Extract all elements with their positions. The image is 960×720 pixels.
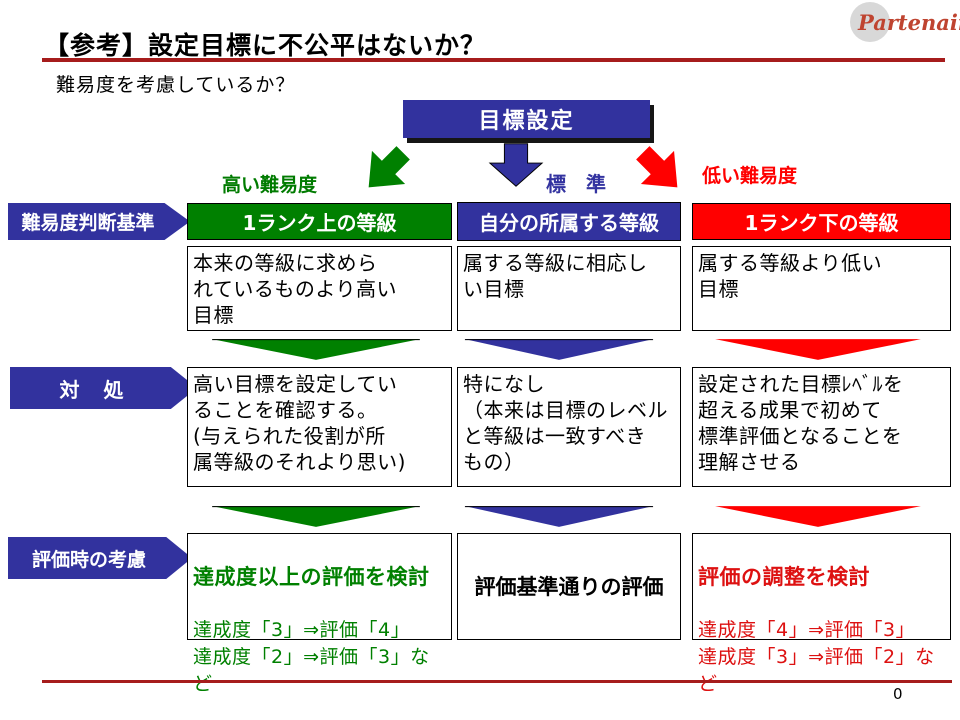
criteria-box-col3: 属する等級より低い 目標 <box>692 246 951 331</box>
chevron-down-icon <box>210 505 422 528</box>
evaluation-detail-col3: 達成度「4」⇒評価「3」 達成度「3」⇒評価「2」など <box>698 619 935 695</box>
criteria-box-col2: 属する等級に相応し い目標 <box>457 246 681 331</box>
criteria-box-col1: 本来の等級に求めら れているものより高い 目標 <box>187 246 452 331</box>
row-label-evaluation: 評価時の考慮 <box>8 537 192 579</box>
chevron-down-icon <box>713 338 923 361</box>
branch-label-low-difficulty: 低い難易度 <box>702 165 798 187</box>
column-header-one-rank-down: 1ランク下の等級 <box>692 203 951 240</box>
arrow-down-left-icon <box>348 132 424 208</box>
column-header-one-rank-up: 1ランク上の等級 <box>187 203 452 240</box>
action-box-col1: 高い目標を設定してい ることを確認する。 (与えられた役割が所 属等級のそれより… <box>187 367 452 487</box>
logo-circle-icon <box>850 2 890 42</box>
row-label-difficulty-criteria: 難易度判断基準 <box>8 203 190 240</box>
branch-label-standard: 標 準 <box>546 172 606 196</box>
action-box-col2: 特になし （本来は目標のレベル と等級は一致すべき もの） <box>457 367 681 487</box>
chevron-down-icon <box>713 505 923 528</box>
title-underline <box>42 58 945 62</box>
subtitle: 難易度を考慮しているか？ <box>56 74 296 96</box>
column-header-own-grade: 自分の所属する等級 <box>457 202 681 241</box>
evaluation-title-col3: 評価の調整を検討 <box>698 565 870 589</box>
evaluation-title-col1: 達成度以上の評価を検討 <box>193 565 430 589</box>
evaluation-box-col1: 達成度以上の評価を検討 達成度「3」⇒評価「4」 達成度「2」⇒評価「3」など <box>187 533 452 695</box>
chevron-down-icon <box>463 338 655 361</box>
row-label-action: 対 処 <box>10 367 197 409</box>
chevron-down-icon <box>463 505 655 528</box>
logo-text: Partenaire <box>858 10 960 35</box>
footer-rule <box>42 680 952 683</box>
arrow-down-right-icon <box>622 132 698 208</box>
page-number: 0 <box>893 685 903 703</box>
chevron-down-icon <box>210 338 422 361</box>
action-box-col3: 設定された目標ﾚﾍﾞﾙを 超える成果で初めて 標準評価となることを 理解させる <box>692 367 951 487</box>
evaluation-detail-col1: 達成度「3」⇒評価「4」 達成度「2」⇒評価「3」など <box>193 619 430 695</box>
evaluation-box-col3: 評価の調整を検討 達成度「4」⇒評価「3」 達成度「3」⇒評価「2」など <box>692 533 951 695</box>
branch-label-high-difficulty: 高い難易度 <box>222 174 318 196</box>
page-title: 【参考】設定目標に不公平はないか？ <box>44 31 487 60</box>
evaluation-box-col2: 評価基準通りの評価 <box>457 533 681 640</box>
arrow-down-icon <box>487 142 545 188</box>
goal-setting-box: 目標設定 <box>403 100 650 138</box>
